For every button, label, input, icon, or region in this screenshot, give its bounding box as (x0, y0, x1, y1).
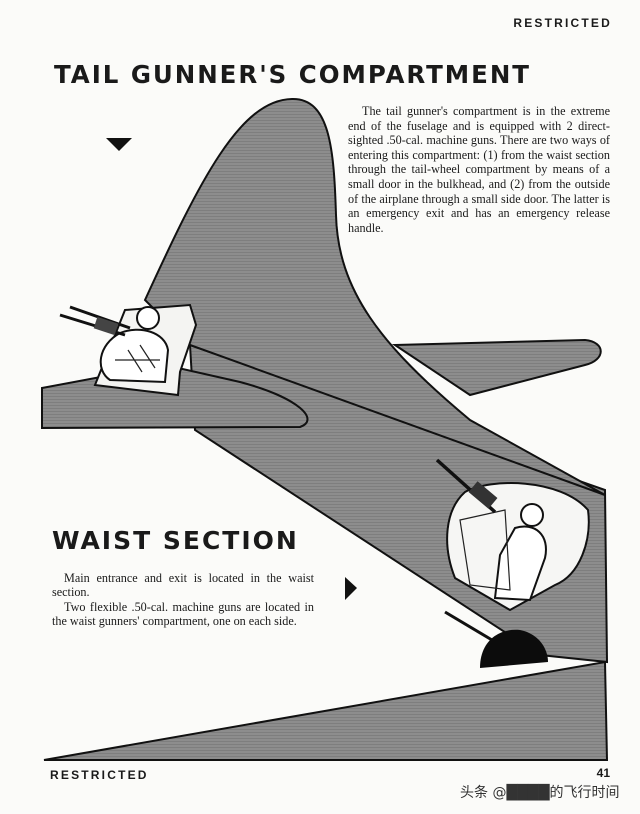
waist-gunner-figure (435, 458, 590, 612)
waist-section-title: WAIST SECTION (52, 526, 299, 555)
right-arrow-icon (345, 577, 357, 600)
side-gun-opening (480, 629, 548, 668)
restricted-header: RESTRICTED (513, 16, 612, 30)
right-stabilizer-shape (391, 338, 602, 397)
waist-paragraph-line-2: Two flexible .50-cal. machine guns are l… (52, 599, 314, 629)
restricted-footer: RESTRICTED (50, 768, 149, 782)
tail-gunner-title: TAIL GUNNER'S COMPARTMENT (54, 60, 531, 89)
tail-fin-shape (143, 97, 606, 496)
waist-section-paragraph: Main entrance and exit is located in the… (52, 571, 314, 629)
watermark: 头条 @████的飞行时间 (460, 785, 620, 801)
tail-gunner-paragraph: The tail gunner's compartment is in the … (348, 104, 610, 235)
down-arrow-icon (106, 138, 132, 151)
page-number: 41 (596, 766, 610, 780)
tail-gunner-figure (59, 303, 198, 397)
side-gun-barrel (444, 610, 493, 642)
waist-paragraph-line-1: Main entrance and exit is located in the… (52, 571, 314, 600)
lower-wing-shape (43, 660, 609, 761)
